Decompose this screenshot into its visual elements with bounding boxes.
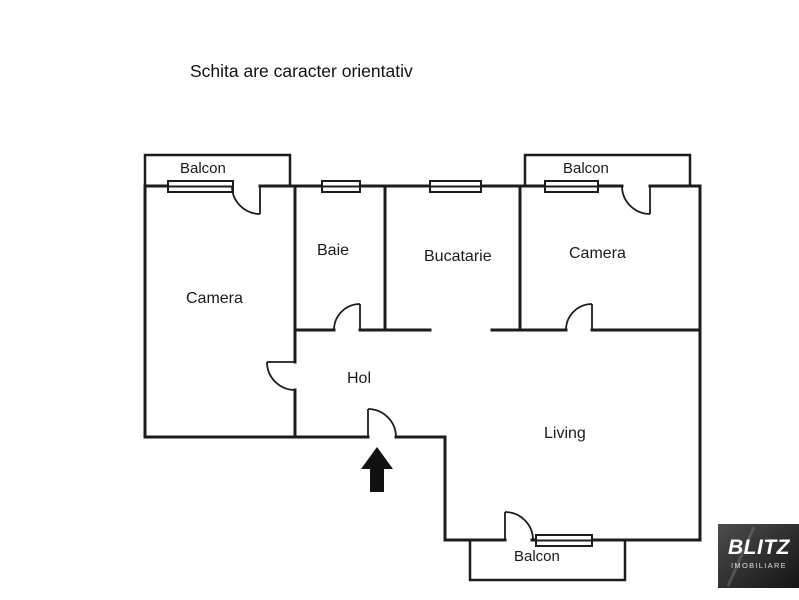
door-camera-left-balcony [231,185,261,215]
window-symbols [167,180,599,547]
door-living-balcony [504,511,534,541]
label-hol: Hol [347,370,371,387]
interior-walls [293,184,702,439]
balcony-bottom-outline [468,538,627,582]
label-balcon-top-right: Balcon [563,160,609,177]
window-baie [321,180,361,193]
balcony-top-right-outline [523,153,692,188]
logo-slash-accent [726,526,756,587]
logo-blitz-imobiliare: BLITZ IMOBILIARE [718,524,799,588]
label-balcon-top-left: Balcon [180,160,226,177]
door-entrance [367,408,397,438]
label-balcon-bottom: Balcon [514,548,560,565]
balcony-outlines [143,153,692,582]
window-balcony-bottom [535,534,593,547]
label-bucatarie: Bucatarie [424,248,492,265]
label-camera-left: Camera [186,290,243,307]
door-baie [333,303,361,331]
plan-disclaimer-title: Schita are caracter orientativ [190,61,413,81]
door-symbols [231,185,651,541]
door-camera-right [565,303,593,331]
window-balcony-top-left [167,180,234,193]
window-bucatarie [429,180,482,193]
door-camera-left-hol [266,361,296,391]
window-balcony-top-right [544,180,599,193]
label-living: Living [544,425,586,442]
door-camera-right-balcony [621,185,651,215]
outer-walls [143,184,702,542]
entrance-arrow [361,447,393,492]
logo-brand-text: BLITZ [728,536,791,559]
balcony-top-left-outline [143,153,292,188]
logo-subtitle-text: IMOBILIARE [731,561,787,570]
label-camera-right: Camera [569,245,626,262]
label-baie: Baie [317,242,349,259]
